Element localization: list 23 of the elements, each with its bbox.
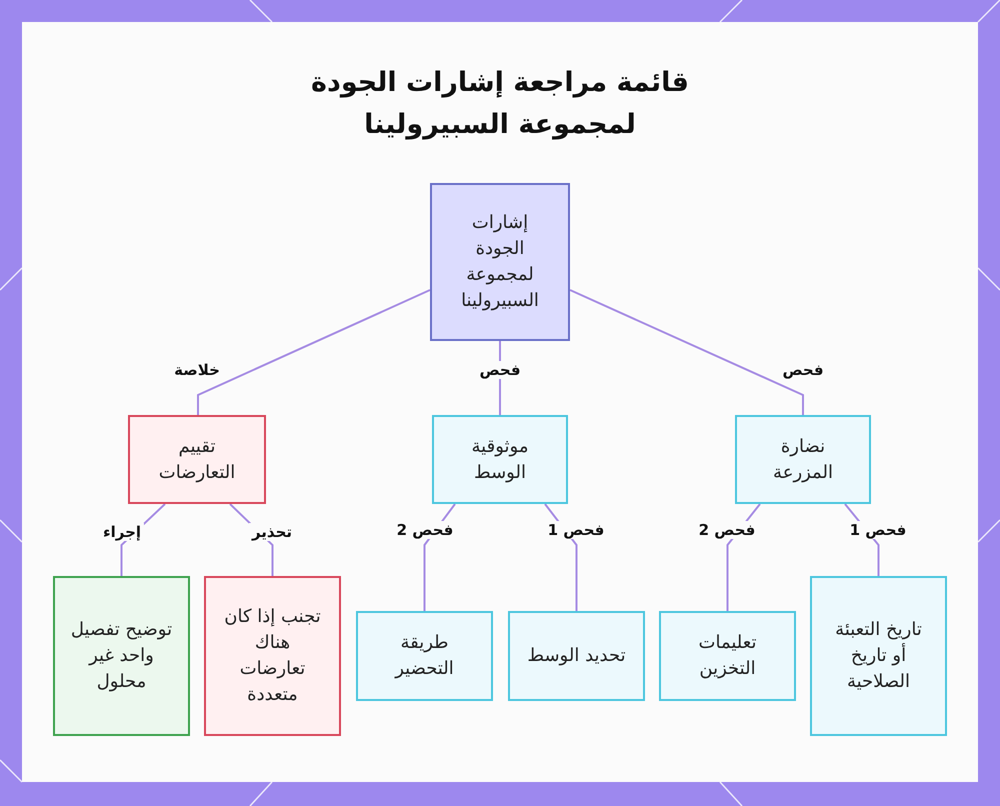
topic-box (128, 415, 266, 504)
node-text: تجنب إذا كان هناك تعارضات متعددة (223, 605, 322, 707)
node-text: توضيح تفصيل واحد غير محلول (70, 618, 174, 694)
node-text: تقييم التعارضات (158, 434, 236, 484)
topic-box (356, 611, 493, 701)
topic-box (53, 576, 190, 736)
topic-box (204, 576, 341, 736)
node-text: موثوقية الوسط (470, 434, 530, 484)
connector-line (197, 289, 430, 415)
node-text: طريقة التحضير (394, 631, 455, 681)
node-text: تحديد الوسط (526, 644, 627, 668)
connector-line (570, 289, 804, 415)
root-box (430, 183, 570, 341)
diagram-title: قائمة مراجعة إشارات الجودة لمجموعة السبيرولينا (310, 66, 690, 142)
topic-box (659, 611, 796, 701)
topic-box (810, 576, 947, 736)
node-text: تعليمات التخزين (698, 631, 758, 681)
node-text: تاريخ التعبئة أو تاريخ الصلاحية (834, 618, 923, 694)
node-text: نضارة المزرعة (772, 434, 834, 484)
node-text: إشارات الجودة لمجموعة السبيرولينا (460, 211, 540, 313)
topic-box (735, 415, 871, 504)
topic-box (508, 611, 645, 701)
topic-box (432, 415, 568, 504)
